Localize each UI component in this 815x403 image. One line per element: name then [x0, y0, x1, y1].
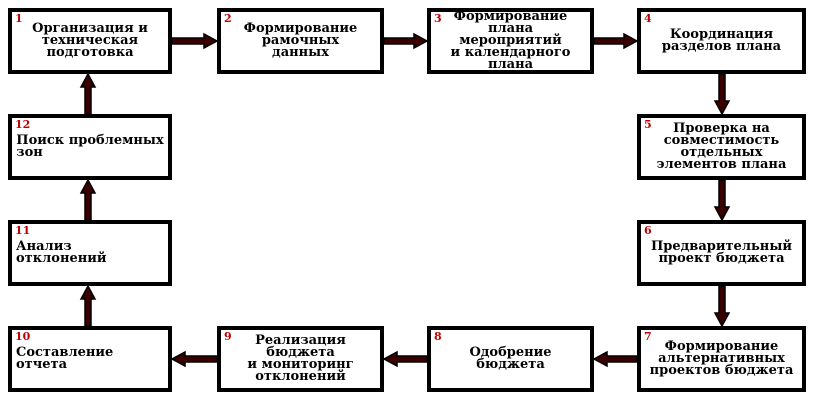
flow-arrow-10 — [79, 284, 97, 327]
step-box-3: 3 Формирование плана мероприятий и кален… — [427, 8, 594, 74]
step-label-8: Одобрение бюджета — [469, 345, 552, 372]
step-box-12: 12 Поиск проблемных зон — [8, 114, 172, 180]
flow-arrow-9 — [170, 350, 218, 368]
step-number-11: 11 — [15, 224, 31, 237]
step-number-3: 3 — [434, 12, 442, 25]
step-number-5: 5 — [644, 118, 652, 131]
step-label-1: Организация и техническая подготовка — [32, 21, 148, 60]
step-number-7: 7 — [644, 330, 652, 343]
step-label-9: Реализация бюджета и мониторинг отклонен… — [247, 333, 354, 384]
step-label-10: Составление отчета — [16, 345, 114, 372]
step-label-12: Поиск проблемных зон — [16, 133, 164, 160]
flow-arrow-2 — [383, 32, 429, 50]
step-box-9: 9 Реализация бюджета и мониторинг отклон… — [217, 326, 384, 392]
flow-arrow-8 — [382, 350, 428, 368]
step-number-2: 2 — [224, 12, 232, 25]
step-label-5: Проверка на совместимость отдельных элем… — [656, 121, 787, 172]
flow-arrow-3 — [593, 32, 639, 50]
step-box-2: 2 Формирование рамочных данных — [217, 8, 384, 74]
step-label-4: Координация разделов плана — [661, 27, 782, 54]
step-box-7: 7 Формирование альтернативных проектов б… — [637, 326, 806, 392]
flow-arrow-7 — [592, 350, 638, 368]
flow-arrow-1 — [171, 32, 219, 50]
step-box-1: 1 Организация и техническая подготовка — [8, 8, 172, 74]
step-number-12: 12 — [15, 118, 31, 131]
step-box-10: 10 Составление отчета — [8, 326, 172, 392]
step-box-5: 5 Проверка на совместимость отдельных эл… — [637, 114, 806, 180]
step-label-3: Формирование плана мероприятий и календа… — [450, 9, 571, 72]
step-label-7: Формирование альтернативных проектов бюд… — [649, 339, 794, 378]
step-label-2: Формирование рамочных данных — [243, 21, 358, 60]
flow-arrow-6 — [713, 285, 731, 328]
step-number-4: 4 — [644, 12, 652, 25]
step-box-4: 4 Координация разделов плана — [637, 8, 806, 74]
step-box-6: 6 Предварительный проект бюджета — [637, 220, 806, 286]
flow-arrow-4 — [713, 73, 731, 116]
step-number-10: 10 — [15, 330, 31, 343]
flow-arrow-11 — [79, 178, 97, 221]
flow-arrow-5 — [713, 179, 731, 222]
step-number-1: 1 — [15, 12, 23, 25]
step-number-6: 6 — [644, 224, 652, 237]
flow-arrow-12 — [79, 72, 97, 115]
step-number-9: 9 — [224, 330, 232, 343]
step-label-11: Анализ отклонений — [16, 239, 107, 266]
step-box-11: 11 Анализ отклонений — [8, 220, 172, 286]
step-label-6: Предварительный проект бюджета — [651, 239, 792, 266]
step-number-8: 8 — [434, 330, 442, 343]
step-box-8: 8 Одобрение бюджета — [427, 326, 594, 392]
